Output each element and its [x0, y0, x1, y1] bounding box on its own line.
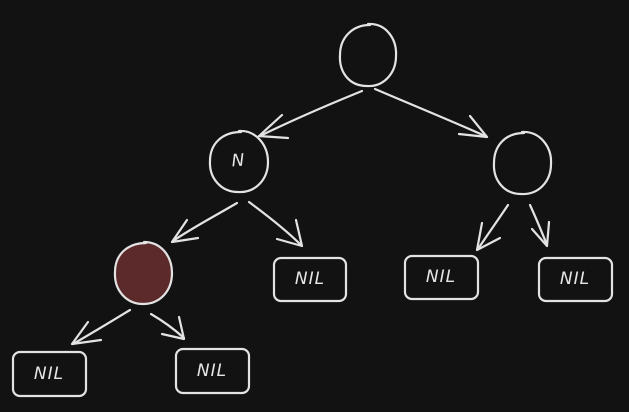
edge-red-to-nil-red-left [70, 308, 132, 346]
nodes: N [113, 22, 553, 306]
edge-root-to-n [257, 89, 364, 140]
edge-red-to-nil-red-right [149, 312, 186, 341]
nil-label: NIL [426, 267, 456, 287]
edge-n-to-red [170, 201, 239, 244]
tree-node-root [338, 22, 398, 88]
node-label-n: N [231, 151, 245, 172]
tree-node-n: N [208, 129, 270, 194]
edge-root-to-right [373, 87, 489, 139]
nil-leaf-red-right: NIL [174, 347, 251, 395]
nil-leaf-right-right: NIL [537, 256, 614, 303]
edges [70, 87, 551, 346]
edge-n-to-nil-n-right [247, 200, 304, 248]
tree-node-highlighted [113, 240, 174, 306]
nil-label: NIL [34, 364, 64, 384]
nil-label: NIL [560, 269, 590, 289]
nil-label: NIL [197, 361, 227, 381]
nil-leaf-red-left: NIL [11, 350, 88, 398]
nil-leaf-right-left: NIL [403, 254, 480, 301]
edge-right-to-nil-right-left [475, 203, 510, 252]
edge-right-to-nil-right-right [528, 203, 551, 248]
leaves: NIL NIL NIL NIL NIL [11, 254, 614, 398]
nil-leaf-n-right: NIL [272, 256, 348, 303]
nil-label: NIL [295, 269, 325, 289]
tree-node-right [492, 130, 553, 196]
